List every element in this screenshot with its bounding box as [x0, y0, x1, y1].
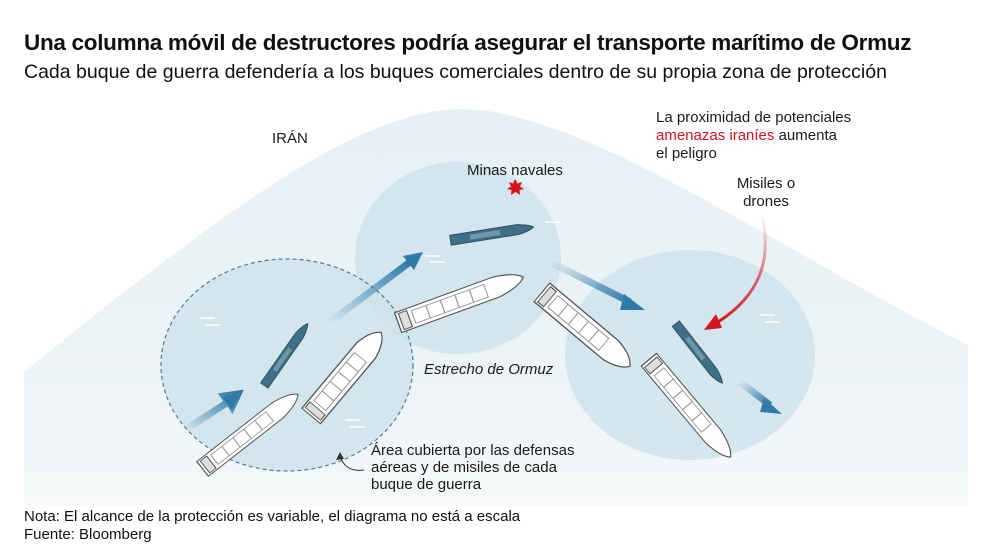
arrow-icon	[548, 258, 632, 306]
arrow-icon	[760, 398, 782, 414]
arrow-icon	[222, 393, 240, 410]
country-label: IRÁN	[272, 130, 308, 147]
coverage-label-line1: Área cubierta por las defensas	[371, 442, 574, 459]
page-subtitle: Cada buque de guerra defendería a los bu…	[24, 61, 887, 83]
wave-marks	[200, 221, 780, 428]
strait-label: Estrecho de Ormuz	[424, 361, 554, 378]
coverage-label-line2: aéreas y de misiles de cada	[371, 459, 558, 476]
missiles-label-line1: Misiles o	[737, 175, 795, 192]
protection-zone-middle	[355, 162, 561, 354]
arrow-icon	[403, 252, 423, 270]
arrow-icon	[620, 294, 645, 310]
page-title: Una columna móvil de destructores podría…	[24, 30, 912, 55]
threat-note-line3: el peligro	[656, 145, 717, 162]
threat-note-rest: aumenta	[774, 127, 837, 144]
threat-note-line1: La proximidad de potenciales	[656, 109, 851, 126]
naval-mine-star-icon	[507, 179, 524, 195]
missiles-label-line2: drones	[743, 193, 789, 210]
source-note: Fuente: Bloomberg	[24, 526, 152, 543]
protection-zone-left	[160, 258, 414, 472]
mines-label: Minas navales	[467, 162, 563, 179]
threat-highlight: amenazas iraníes	[656, 127, 774, 144]
footnote: Nota: El alcance de la protección es var…	[24, 508, 521, 525]
arrow-icon	[327, 259, 413, 325]
threat-arrowhead-icon	[704, 314, 722, 330]
coverage-label-line3: buque de guerra	[371, 476, 482, 493]
threat-note-line2: amenazas iraníes aumenta	[656, 127, 838, 144]
coverage-pointer-head-icon	[336, 452, 344, 460]
threat-arrow-icon	[717, 214, 767, 324]
movement-arrows	[183, 252, 782, 433]
